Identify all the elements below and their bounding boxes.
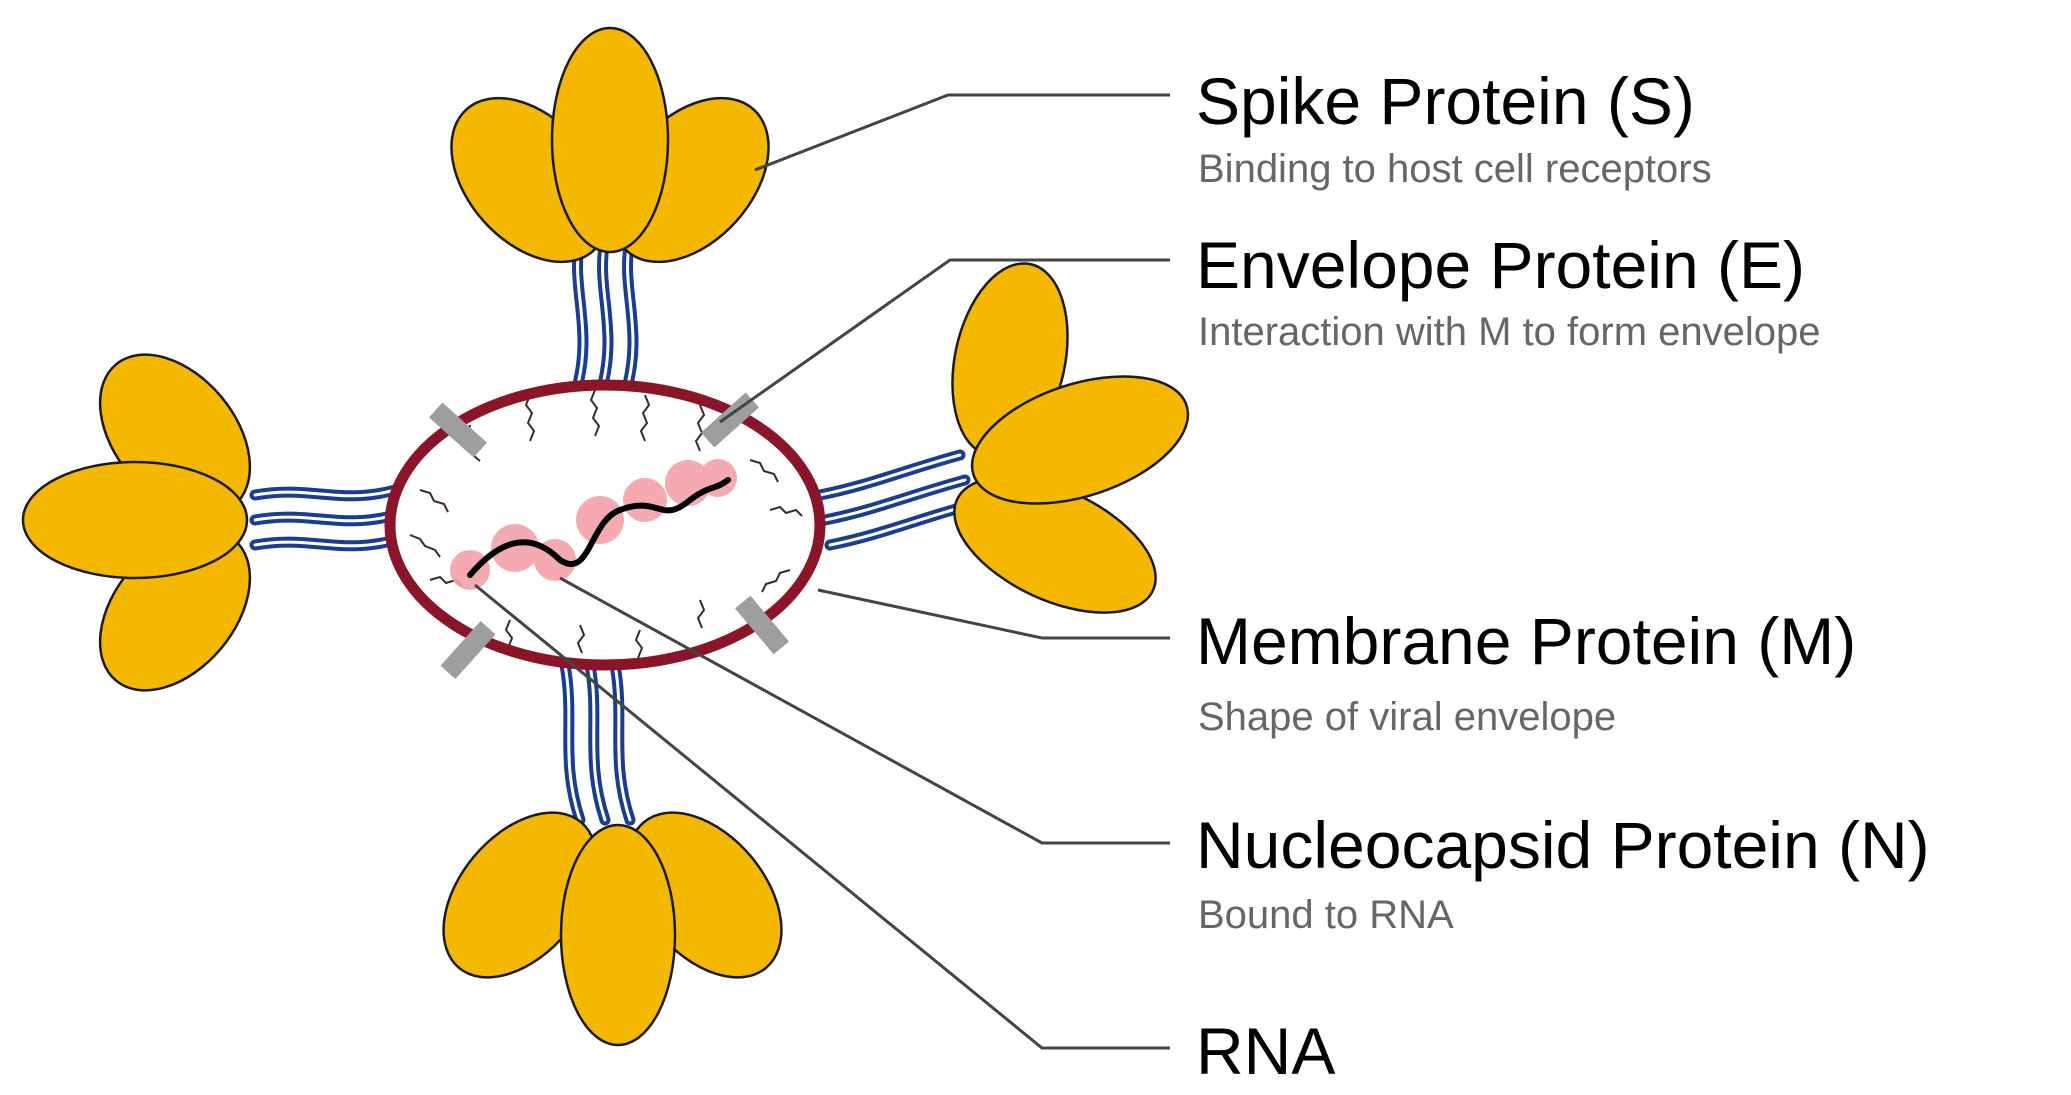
nucleocapsid-protein-title: Nucleocapsid Protein (N) [1196,808,1930,882]
leader-line-rna [474,583,1170,1050]
membrane-protein-squiggles [409,389,803,659]
leader-line-spike [754,93,1170,172]
leader-line-envelope [719,258,1170,424]
membrane-ring [384,379,826,671]
spike-stalk-right [814,449,976,551]
spike-head-left [21,353,252,692]
rna-strand [467,477,731,578]
membrane-protein-desc: Shape of viral envelope [1198,695,1617,739]
spike-stalk-bottom [559,659,636,826]
nucleocapsid-beads [450,459,737,590]
leader-line-membrane [817,588,1170,640]
spike-protein-title: Spike Protein (S) [1196,64,1695,138]
spike-protein-desc: Binding to host cell receptors [1198,147,1712,191]
envelope-protein-title: Envelope Protein (E) [1196,228,1805,302]
nucleocapsid-protein-desc: Bound to RNA [1198,893,1454,937]
leader-lines [474,93,1170,1050]
spike-head-right [951,262,1190,614]
rna-title: RNA [1196,1014,1336,1088]
membrane-protein-title: Membrane Protein (M) [1196,604,1857,678]
spike-stalk-left [249,484,401,552]
spike-head-top [450,26,770,264]
spike-stalk-top [569,234,639,401]
envelope-protein-desc: Interaction with M to form envelope [1198,310,1821,354]
leader-line-nucleocapsid [559,576,1170,845]
spike-head-bottom [442,811,783,1047]
